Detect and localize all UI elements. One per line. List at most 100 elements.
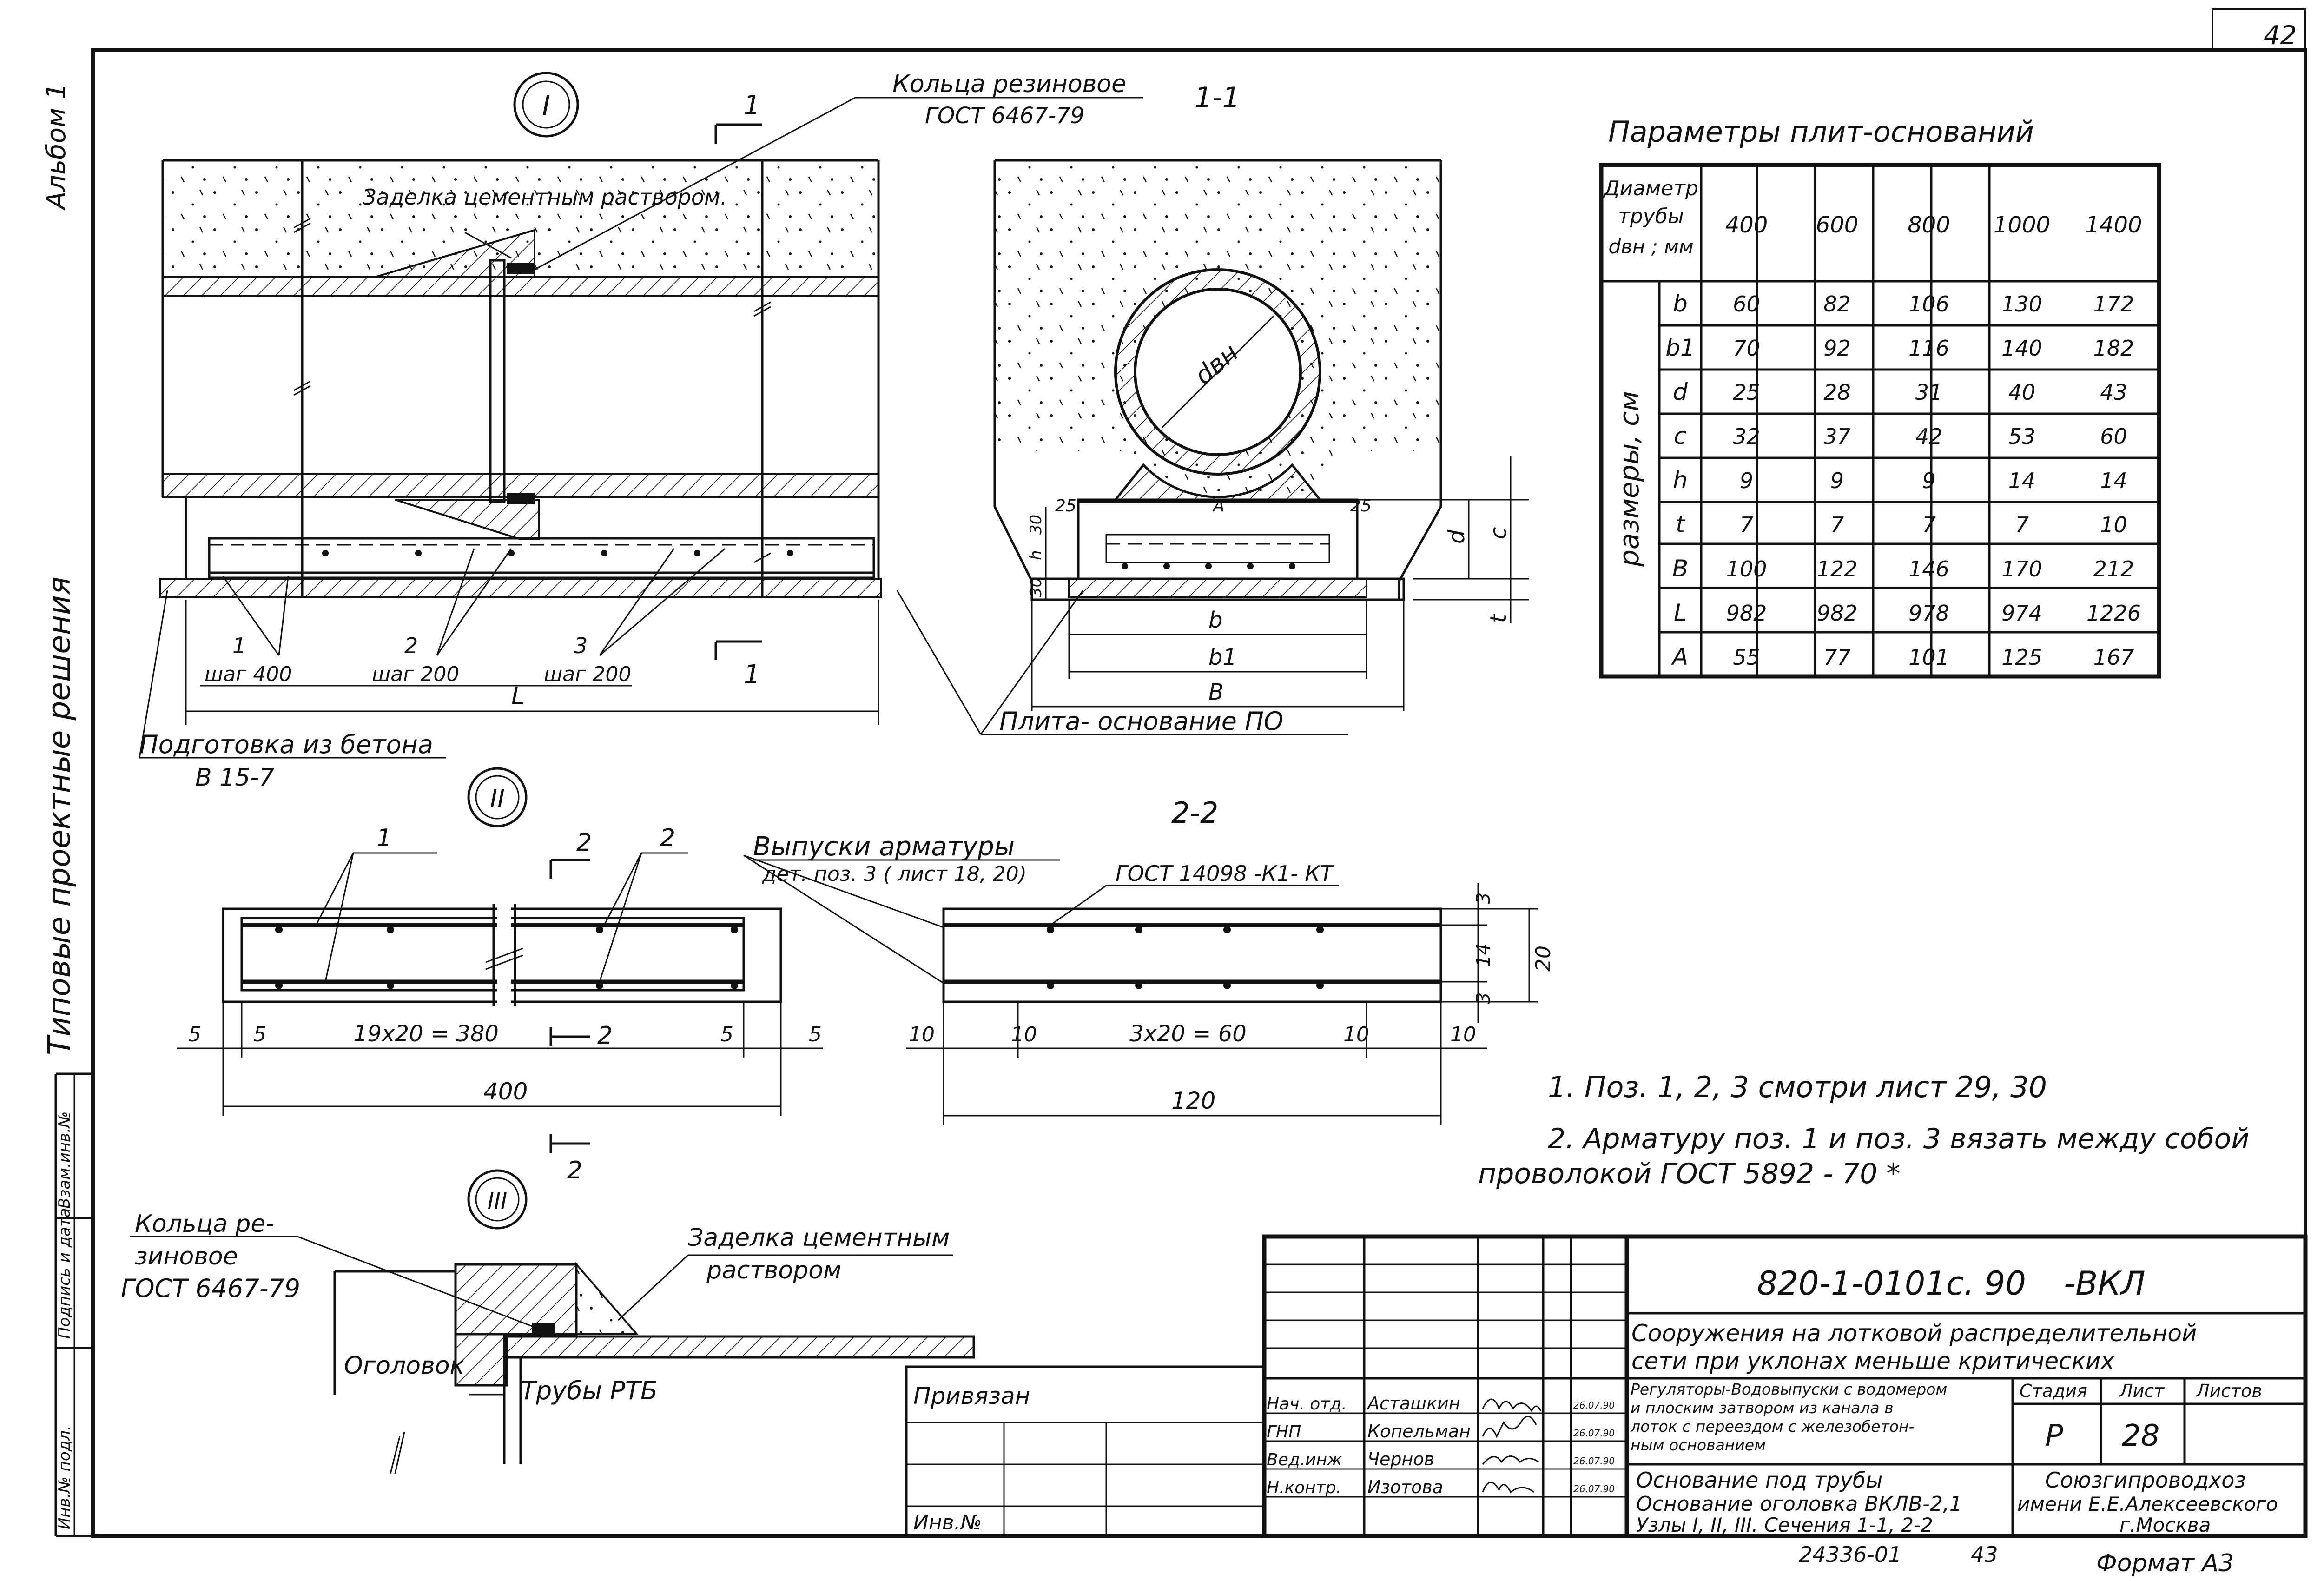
stamp-desc-3: лоток с переездом с железобетон- [1630, 1417, 1914, 1435]
signature-1 [1482, 1398, 1542, 1412]
node-3-head [454, 1263, 578, 1336]
node-3-ring-gost: ГОСТ 6467-79 [121, 1274, 300, 1303]
signature-2 [1482, 1416, 1537, 1438]
stamp-sheet-title-1: Основание под трубы [1636, 1468, 1882, 1493]
node-1-step-3: шаг 200 [544, 662, 631, 686]
node-1-drawing: I 1 1 Кольца резиновое ГОСТ 6 [139, 70, 1143, 792]
node-1-grout-label: Заделка цементным раствором. [363, 185, 727, 210]
section-2-dim-1: 10 [909, 1023, 935, 1046]
params-diameter-1000: 1000 [1994, 212, 2050, 238]
left-field-3: Взам.инв.№ [55, 1111, 74, 1209]
stamp-date-2: 26.07.90 [1573, 1428, 1615, 1439]
node-1-ring-gost: ГОСТ 6467-79 [925, 103, 1084, 129]
note-2: 2. Арматуру поз. 1 и поз. 3 вязать между… [1548, 1123, 2249, 1155]
stamp-sheet-number: 28 [2122, 1419, 2159, 1453]
section-1-drawing: 1-1 dвн A 25 25 30 h 30 d c t [896, 81, 1529, 736]
params-cell-A-1: 77 [1823, 645, 1851, 670]
node-1-prep-class: В 15-7 [195, 764, 274, 792]
stamp-code: 820-1-0101с. 90 [1757, 1264, 2026, 1303]
node-1-cut-mark-top: 1 [744, 90, 760, 120]
section-2-dim-2: 10 [1011, 1023, 1037, 1046]
params-cell-L-3: 974 [2001, 601, 2042, 626]
node-2-pos-1: 1 [376, 824, 392, 852]
node-2-marker: II [490, 784, 505, 814]
params-cell-d-0: 25 [1733, 380, 1760, 405]
params-cell-A-3: 125 [2001, 645, 2042, 670]
params-row-name-t: t [1676, 511, 1686, 538]
params-cell-b-0: 60 [1733, 291, 1760, 317]
params-row-name-b1: b1 [1665, 334, 1695, 361]
params-cell-d-2: 31 [1915, 380, 1943, 405]
section-1-dim-d: d [1444, 529, 1470, 544]
note-3: проволокой ГОСТ 5892 - 70 * [1478, 1158, 1900, 1190]
node-2-dim-1: 5 [188, 1023, 201, 1046]
params-title: Параметры плит-оснований [1608, 115, 2034, 149]
stamp-date-1: 26.07.90 [1573, 1400, 1615, 1411]
params-diameter-600: 600 [1816, 212, 1859, 238]
params-cell-d-1: 28 [1823, 380, 1851, 405]
stamp-role-2: ГНП [1267, 1422, 1301, 1442]
stamp-sheets-label: Листов [2195, 1381, 2262, 1401]
section-1-dim-30-bottom: 30 [1027, 577, 1045, 597]
node-1-grout [376, 229, 535, 278]
series-title: Типовые проектные решения [41, 576, 77, 1055]
params-table: Параметры плит-оснований [1599, 115, 2161, 679]
params-row-name-B: B [1672, 555, 1688, 582]
params-cell-t-3: 7 [2015, 512, 2028, 537]
node-1-marker-circle [513, 72, 579, 138]
params-cell-A-4: 167 [2093, 645, 2134, 670]
params-row-name-A: A [1671, 643, 1688, 670]
params-cell-h-1: 9 [1830, 468, 1844, 493]
node-3-grout [575, 1262, 639, 1335]
stamp-role-4: Н.контр. [1267, 1478, 1341, 1497]
section-2-gost: ГОСТ 14098 -К1- КТ [1116, 861, 1335, 886]
stamp-sheet-title-3: Узлы I, II, III. Сечения 1-1, 2-2 [1636, 1514, 1933, 1536]
params-cell-h-2: 9 [1922, 468, 1935, 493]
section-1-title: 1-1 [1195, 81, 1240, 114]
stamp-inv-label: Инв.№ [913, 1511, 982, 1535]
album-label: Альбом 1 [41, 83, 72, 211]
params-cell-t-1: 7 [1830, 512, 1844, 537]
node-2-dim-5: 5 [809, 1023, 822, 1046]
signature-3 [1482, 1455, 1539, 1465]
left-field-1: Инв.№ подл. [55, 1425, 74, 1529]
params-row-name-L: L [1674, 599, 1687, 626]
section-2-bars-label: Выпуски арматуры [753, 832, 1015, 862]
params-cell-c-0: 32 [1733, 424, 1760, 449]
stamp-desc-1: Регуляторы-Водовыпуски с водомером [1631, 1380, 1947, 1398]
params-cell-b1-0: 70 [1733, 336, 1760, 361]
node-3-pipe-wall [503, 1335, 975, 1359]
params-row-name-c: c [1674, 423, 1687, 450]
params-cell-L-4: 1226 [2086, 601, 2141, 626]
params-cell-b1-3: 140 [2001, 336, 2042, 361]
node-2-dim-2: 5 [253, 1023, 266, 1046]
node-3-head-label: Оголовок [344, 1352, 465, 1380]
params-cell-B-2: 146 [1908, 556, 1949, 582]
params-cell-b1-2: 116 [1908, 336, 1949, 361]
stamp-org-2: имени Е.Е.Алексеевского [2017, 1493, 2278, 1515]
section-1-dim-b1: b1 [1208, 644, 1237, 670]
params-cell-B-3: 170 [2001, 556, 2042, 582]
params-diameter-400: 400 [1725, 212, 1768, 238]
stamp-name-4: Изотова [1367, 1477, 1443, 1497]
inventory-number: 24336-01 [1799, 1542, 1901, 1567]
node-2-cut-mark-bottom: 2 [567, 1157, 582, 1184]
node-3-ring-label-2: зиновое [135, 1243, 238, 1270]
section-2-drawing: 2-2 Выпуски арматуры дет. поз. 3 ( лист … [743, 796, 1555, 1125]
node-2-cut-mark-top: 2 [576, 829, 592, 857]
node-1-prep-label: Подготовка из бетона [139, 730, 433, 759]
node-1-length-label: L [511, 682, 525, 710]
params-cell-t-2: 7 [1922, 512, 1935, 537]
node-1-ring-label: Кольца резиновое [892, 70, 1126, 98]
section-2-title: 2-2 [1171, 796, 1218, 830]
node-3-grout-label-2: раствором [706, 1257, 841, 1284]
section-1-plate-label: Плита- основание ПО [999, 707, 1283, 736]
node-3-grout-label-1: Заделка цементным [688, 1224, 950, 1252]
left-field-2: Подпись и дата [55, 1208, 74, 1339]
stamp-date-3: 26.07.90 [1573, 1455, 1615, 1467]
params-header-line-3: dвн ; мм [1608, 235, 1693, 258]
params-row-name-b: b [1673, 290, 1688, 317]
stamp-title-1: Сооружения на лотковой распределительной [1631, 1320, 2197, 1347]
section-1-dim-c: c [1486, 527, 1512, 539]
